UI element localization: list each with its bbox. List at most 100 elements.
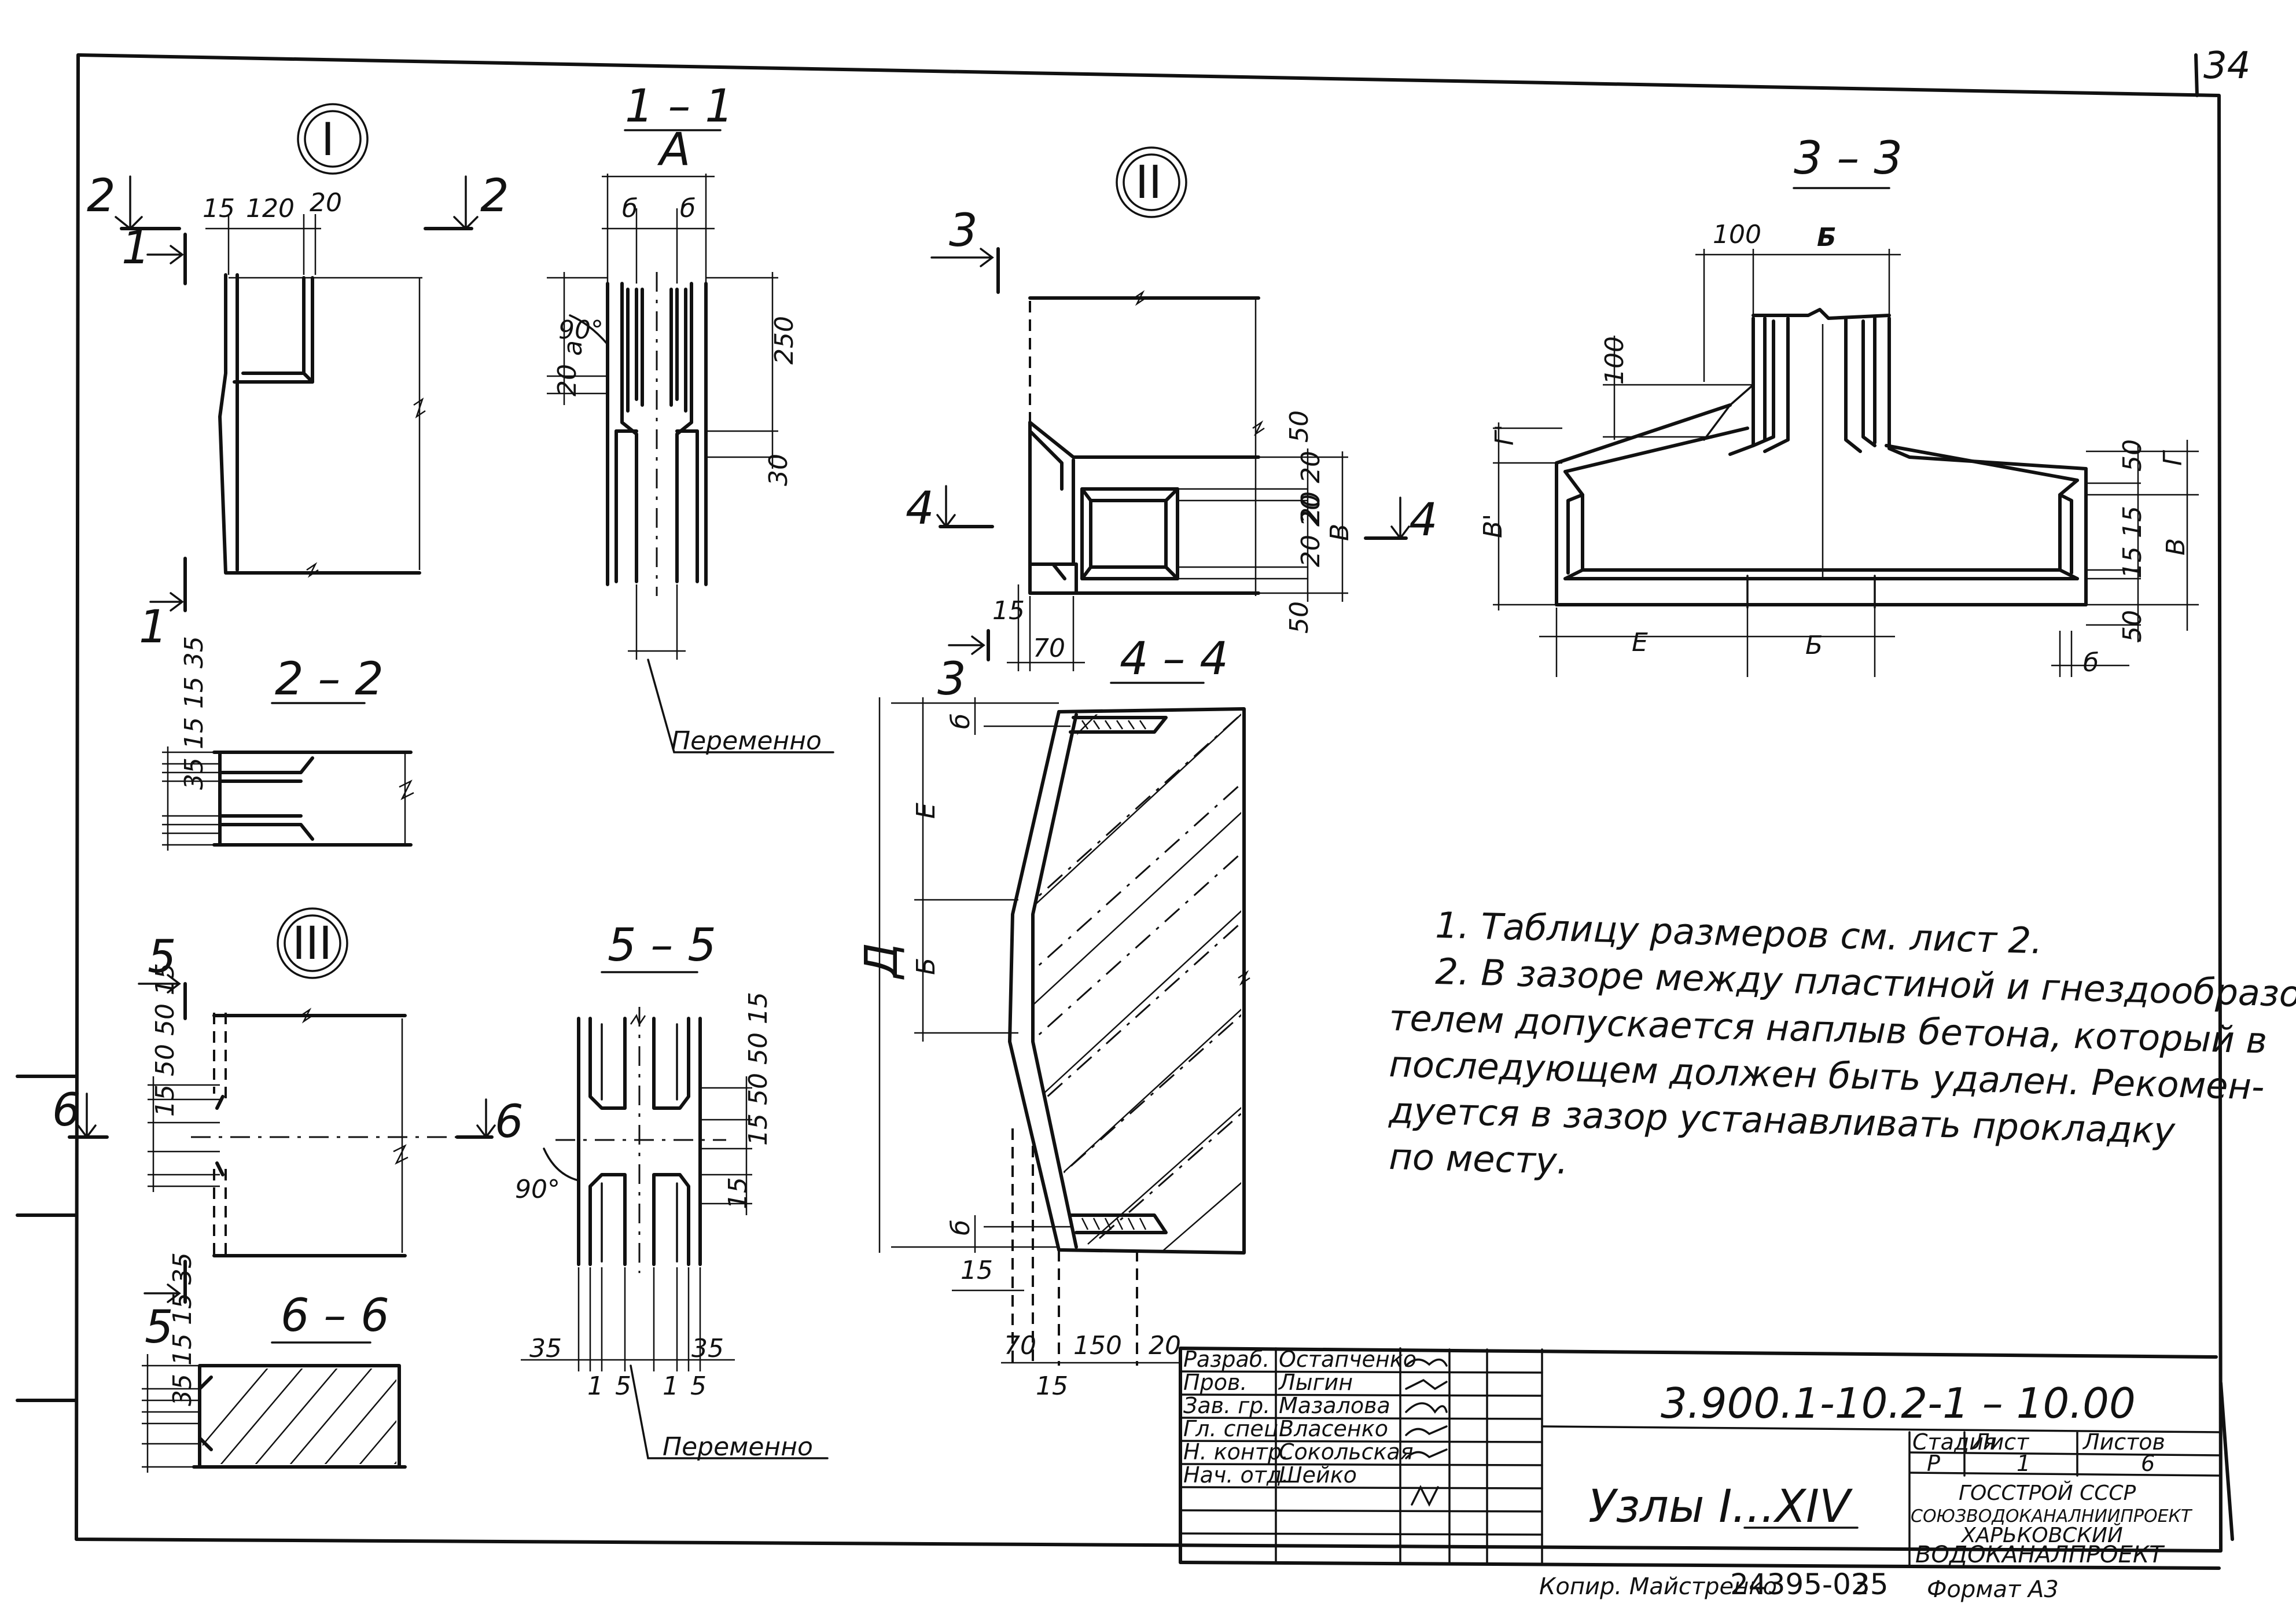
svg-text:А: А: [657, 124, 690, 176]
svg-text:3: 3: [937, 653, 966, 705]
svg-text:6: 6: [2141, 1451, 2155, 1476]
node-I-label: I: [321, 114, 334, 166]
svg-text:100: 100: [1713, 220, 1761, 249]
svg-text:Нач. отд.: Нач. отд.: [1183, 1462, 1289, 1488]
svg-text:Д: Д: [856, 943, 908, 980]
svg-text:Листов: Листов: [2082, 1429, 2165, 1455]
section-5-5: 5 – 5 90° 15 50 50 15 15 35 35 15 15 Пер…: [515, 919, 829, 1462]
section-1-1: 1 – 1 А б б а 90° 20 250 30: [547, 80, 834, 756]
svg-text:б: б: [946, 1220, 976, 1235]
svg-text:4: 4: [1409, 494, 1438, 546]
svg-text:1: 1: [139, 601, 168, 653]
svg-text:15 15: 15 15: [587, 1371, 718, 1401]
svg-text:15: 15: [961, 1256, 993, 1285]
title-block: Разраб. Пров. Зав. гр. Гл. спец. Н. конт…: [1179, 1347, 2221, 1570]
sheet-frame: [16, 53, 2234, 1553]
svg-text:Зав. гр.: Зав. гр.: [1183, 1393, 1270, 1418]
svg-text:2: 2: [87, 170, 116, 222]
svg-text:СОЮЗВОДОКАНАЛНИИПРОЕКТ: СОЮЗВОДОКАНАЛНИИПРОЕКТ: [1911, 1506, 2193, 1527]
svg-text:2 – 2: 2 – 2: [275, 653, 384, 705]
svg-text:б: б: [946, 713, 976, 729]
format-label: Формат А3: [1927, 1576, 2059, 1603]
node-I: I 2 2 1 1 15 120 20: [87, 103, 509, 653]
svg-text:20: 20: [310, 188, 342, 218]
svg-text:Б: Б: [911, 958, 941, 975]
svg-text:В: В: [2161, 538, 2191, 556]
svg-text:Власенко: Власенко: [1279, 1416, 1388, 1441]
svg-text:50: 50: [2118, 439, 2147, 472]
svg-text:20: 20: [1149, 1331, 1181, 1360]
svg-text:90°: 90°: [515, 1175, 560, 1204]
svg-text:15: 15: [723, 1177, 753, 1209]
svg-text:Б: Б: [1817, 223, 1837, 252]
svg-text:50: 50: [1285, 601, 1314, 634]
svg-text:120: 120: [246, 194, 295, 223]
svg-text:В': В': [1478, 514, 1508, 538]
svg-text:3 – 3: 3 – 3: [1794, 133, 1903, 185]
drawing-title: Узлы I...XIV: [1588, 1481, 1853, 1533]
node-III: III 5 5 6 6 15 50 50 15: [52, 907, 524, 1353]
svg-text:50: 50: [1285, 410, 1314, 443]
signatures: [1405, 1358, 1448, 1507]
svg-text:6: 6: [495, 1096, 524, 1148]
svg-text:6: 6: [52, 1084, 81, 1136]
svg-text:4: 4: [906, 483, 934, 535]
footer: Копир. Майстренко 24395-02 35 Формат А3: [1539, 1568, 2059, 1603]
svg-text:30: 30: [764, 454, 793, 486]
svg-text:20: 20: [553, 364, 582, 396]
svg-text:ХАРЬКОВСКИЙ: ХАРЬКОВСКИЙ: [1960, 1523, 2123, 1547]
svg-text:70: 70: [1004, 1331, 1036, 1360]
svg-text:Гл. спец.: Гл. спец.: [1183, 1416, 1286, 1441]
doc-number-small: 24395-02: [1730, 1568, 1870, 1601]
svg-text:15 50 50 15: 15 50 50 15: [150, 963, 180, 1117]
svg-text:1: 1: [2017, 1451, 2030, 1476]
note-line-6: по месту.: [1389, 1135, 1569, 1182]
svg-text:15: 15: [992, 596, 1025, 626]
svg-text:15: 15: [203, 194, 235, 223]
svg-text:Шейко: Шейко: [1279, 1462, 1357, 1488]
section-6-6: 6 – 6 35 15 15 35: [142, 1252, 407, 1473]
svg-text:35 15 15 35: 35 15 15 35: [168, 1252, 197, 1406]
svg-text:ГОССТРОЙ СССР: ГОССТРОЙ СССР: [1959, 1481, 2136, 1505]
svg-text:Сокольская: Сокольская: [1279, 1439, 1414, 1465]
title-block-names: Остапченко Лыгин Мазалова Власенко Сокол…: [1278, 1347, 1416, 1488]
svg-text:Е: Е: [1632, 628, 1648, 657]
node-II: II 3 4 4 50 20 20 20 20 В 50 15 70: [906, 146, 1438, 671]
svg-text:Лист: Лист: [1972, 1429, 2030, 1455]
svg-text:Переменно: Переменно: [671, 726, 822, 756]
svg-text:Мазалова: Мазалова: [1279, 1393, 1390, 1418]
svg-text:1: 1: [122, 222, 150, 274]
svg-text:5: 5: [145, 1301, 174, 1353]
svg-text:Р: Р: [1927, 1451, 1940, 1476]
section-4-4: 4 – 4 3 б Е Б Д б 15 70 150 20 15: [856, 629, 1250, 1401]
svg-text:20 20: 20 20: [1296, 494, 1326, 567]
section-3-3: 3 – 3 100 Б 100 Г' В' 50: [1478, 133, 2199, 678]
svg-text:Г: Г: [2158, 450, 2188, 466]
svg-text:4 – 4: 4 – 4: [1120, 633, 1228, 685]
svg-text:70: 70: [1033, 634, 1065, 663]
title-block-roles: Разраб. Пров. Зав. гр. Гл. спец. Н. конт…: [1183, 1347, 1289, 1488]
svg-text:Н. контр.: Н. контр.: [1183, 1439, 1289, 1465]
svg-text:150: 150: [1073, 1331, 1122, 1360]
svg-text:б: б: [680, 194, 696, 223]
svg-text:50: 50: [2118, 610, 2147, 642]
svg-text:90°: 90°: [558, 315, 604, 345]
svg-text:15: 15: [2118, 546, 2147, 579]
svg-text:Переменно: Переменно: [663, 1432, 813, 1462]
svg-text:а: а: [558, 340, 588, 356]
svg-text:б: б: [2083, 648, 2099, 678]
general-notes: 1. Таблицу размеров см. лист 2. 2. В заз…: [1388, 904, 2296, 1182]
svg-text:Пров.: Пров.: [1183, 1370, 1247, 1395]
sheet-number-bottom: 35: [1852, 1568, 1889, 1601]
svg-text:20 20: 20 20: [1296, 451, 1326, 524]
svg-text:Остапченко: Остапченко: [1279, 1347, 1416, 1372]
svg-text:Лыгин: Лыгин: [1278, 1370, 1353, 1395]
svg-text:Стадия: Стадия: [1912, 1429, 1997, 1455]
svg-text:3: 3: [949, 205, 978, 257]
svg-text:II: II: [1135, 157, 1162, 209]
svg-text:2: 2: [480, 170, 509, 222]
doc-code: 3.900.1-10.2-1 – 10.00: [1661, 1379, 2136, 1428]
svg-text:5: 5: [148, 931, 176, 983]
svg-text:6 – 6: 6 – 6: [281, 1290, 389, 1342]
